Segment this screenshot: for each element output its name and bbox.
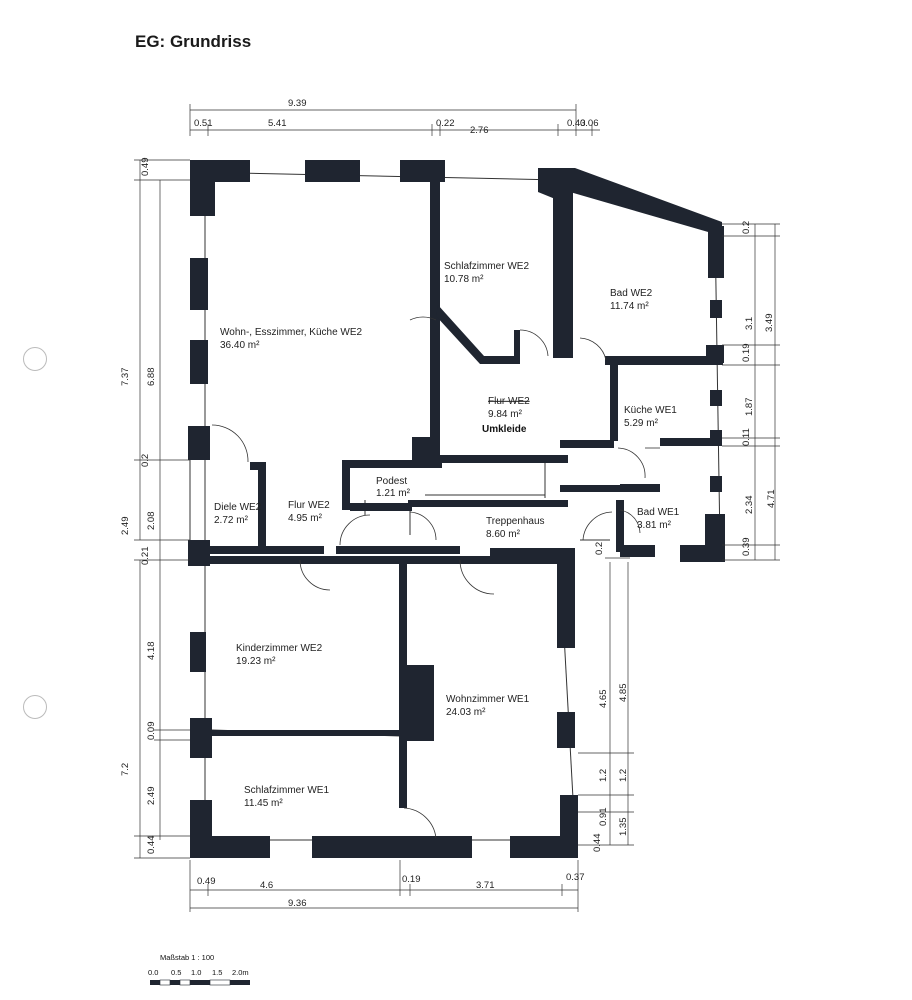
door-swings: [211, 316, 660, 839]
dim-right-i: 0.39: [741, 538, 752, 557]
room-area-podest: 1.21 m²: [376, 488, 411, 499]
dimension-labels: 9.39 0.51 5.41 0.22 2.76 0.43 0.06 0.49 …: [120, 98, 777, 909]
scale-tick-3: 1.5: [212, 968, 222, 977]
dim-left-outer-mid: 2.49: [120, 517, 131, 536]
dim-top-total: 9.39: [288, 98, 307, 109]
page-title: EG: Grundriss: [135, 32, 252, 51]
dim-mid-g: 0.44: [592, 834, 603, 853]
room-area-bad-we1: 3.81 m²: [637, 520, 672, 531]
dim-left-c: 0.21: [140, 547, 151, 566]
dim-left-f: 2.49: [146, 787, 157, 806]
room-name-kueche-we1: Küche WE1: [624, 405, 677, 416]
dim-left-inner-top: 6.88: [146, 368, 157, 387]
dim-mid-e: 0.91: [598, 808, 609, 827]
dim-bot-d: 3.71: [476, 880, 495, 891]
room-area-kueche-we1: 5.29 m²: [624, 418, 659, 429]
room-name-schlaf-we2: Schlafzimmer WE2: [444, 261, 529, 272]
room-name-wohn-we1: Wohnzimmer WE1: [446, 694, 530, 705]
dim-right-f: 0.11: [741, 428, 752, 446]
room-name-treppenhaus: Treppenhaus: [486, 516, 545, 527]
dim-left-d: 4.18: [146, 642, 157, 661]
room-area-flur-we2-top: 9.84 m²: [488, 409, 523, 420]
dim-top-f: 0.06: [580, 118, 599, 129]
walls: [188, 160, 725, 858]
dim-top-e: 0.43: [567, 118, 586, 129]
room-name-kinder-we2: Kinderzimmer WE2: [236, 643, 323, 654]
dim-mid-d: 1.2: [618, 769, 629, 782]
dim-top-c: 0.22: [436, 118, 455, 129]
room-labels: Wohn-, Esszimmer, Küche WE2 36.40 m² Sch…: [214, 261, 680, 809]
dim-left-g: 0.44: [146, 836, 157, 855]
dim-right-g: 2.34: [744, 496, 755, 515]
room-name-diele-we2: Diele WE2: [214, 502, 262, 513]
scale-tick-2: 1.0: [191, 968, 201, 977]
room-area-flur-we2: 4.95 m²: [288, 513, 323, 524]
room-area-bad-we2: 11.74 m²: [610, 301, 649, 312]
room-name-bad-we2: Bad WE2: [610, 288, 653, 299]
dim-left-outer-bot: 7.2: [120, 763, 131, 776]
dim-bot-e: 0.37: [566, 872, 585, 883]
room-area-schlaf-we1: 11.45 m²: [244, 798, 283, 809]
scale-label: Maßstab 1 : 100: [160, 953, 214, 962]
room-name-flur-we2: Flur WE2: [288, 500, 330, 511]
dim-mid-a: 4.65: [598, 690, 609, 709]
dim-left-outer-top: 7.37: [120, 368, 131, 387]
dim-right-h: 4.71: [766, 490, 777, 509]
dim-mid-f: 1.35: [618, 818, 629, 837]
room-area-schlaf-we2: 10.78 m²: [444, 274, 484, 285]
dim-right-c: 3.49: [764, 314, 775, 333]
room-name-schlaf-we1: Schlafzimmer WE1: [244, 785, 329, 796]
room-note-umkleide: Umkleide: [482, 424, 527, 435]
room-area-kinder-we2: 19.23 m²: [236, 656, 276, 667]
scale-tick-1: 0.5: [171, 968, 181, 977]
room-area-treppenhaus: 8.60 m²: [486, 529, 521, 540]
dim-bot-b: 4.6: [260, 880, 273, 891]
dim-top-d: 2.76: [470, 125, 489, 136]
room-name-bad-we1: Bad WE1: [637, 507, 680, 518]
dim-top-b: 5.41: [268, 118, 287, 129]
dim-right-a: 0.2: [741, 221, 752, 234]
dim-left-inner-mid: 2.08: [146, 512, 157, 531]
dim-mid-c: 1.2: [598, 769, 609, 782]
room-area-diele-we2: 2.72 m²: [214, 515, 249, 526]
dim-bot-a: 0.49: [197, 876, 216, 887]
dim-bot-c: 0.19: [402, 874, 421, 885]
scale-bar: Maßstab 1 : 100 0.0 0.5 1.0 1.5 2.0m: [148, 953, 250, 986]
scale-tick-0: 0.0: [148, 968, 158, 977]
punch-hole-bottom: [23, 695, 47, 719]
room-area-wohn-we1: 24.03 m²: [446, 707, 486, 718]
room-area-wohnen-we2: 36.40 m²: [220, 340, 260, 351]
dim-top-a: 0.51: [194, 118, 213, 129]
dim-left-a: 0.49: [140, 158, 151, 177]
dim-right-b: 3.1: [744, 317, 755, 330]
dim-bot-total: 9.36: [288, 898, 307, 909]
dim-mid-b: 4.85: [618, 684, 629, 703]
dim-right-j: 0.2: [594, 542, 605, 555]
scale-tick-4: 2.0m: [232, 968, 249, 977]
dim-left-e: 0.09: [146, 722, 157, 741]
room-name-wohnen-we2: Wohn-, Esszimmer, Küche WE2: [220, 327, 363, 338]
punch-hole-top: [23, 347, 47, 371]
room-name-podest: Podest: [376, 476, 407, 487]
dimension-lines: [134, 104, 780, 912]
dim-right-e: 1.87: [744, 398, 755, 417]
dim-left-b: 0.2: [140, 454, 151, 467]
dim-right-d: 0.19: [741, 344, 752, 363]
room-name-flur-we2-top: Flur WE2: [488, 396, 530, 407]
